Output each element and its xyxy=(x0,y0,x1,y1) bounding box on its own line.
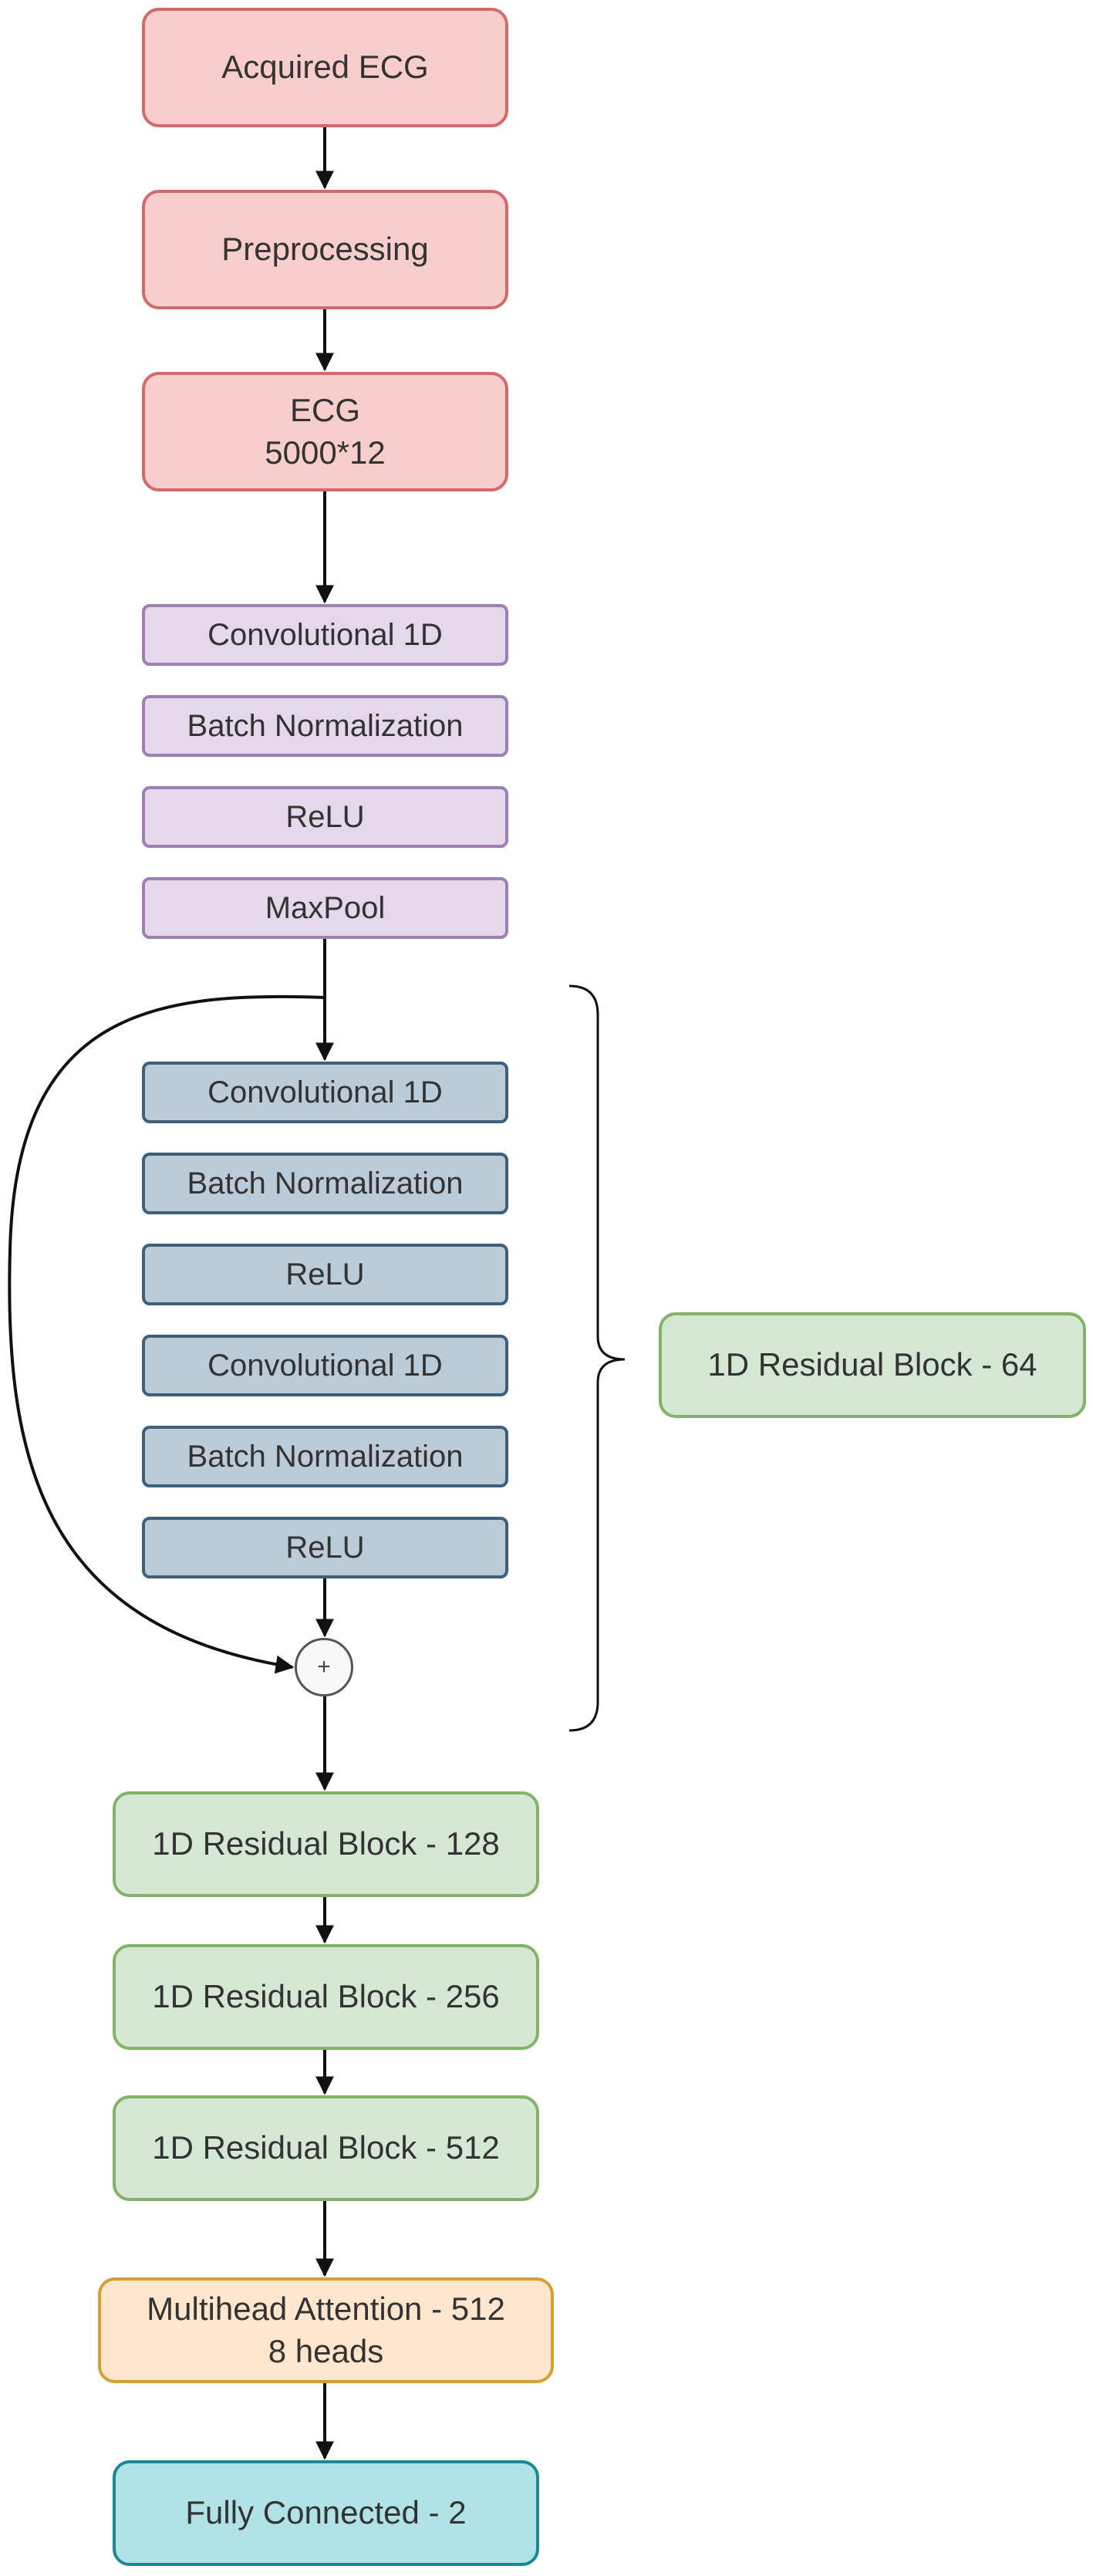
residual-block-512-node: 1D Residual Block - 512 xyxy=(113,2095,539,2201)
residual-block-64-label: 1D Residual Block - 64 xyxy=(659,1312,1086,1418)
block-batchnorm-node-1: Batch Normalization xyxy=(142,1153,508,1214)
residual-block-brace xyxy=(568,984,626,1732)
preprocessing-node: Preprocessing xyxy=(142,190,508,309)
block-conv1d-node-1: Convolutional 1D xyxy=(142,1062,508,1123)
stem-relu-node: ReLU xyxy=(142,786,508,848)
block-conv1d-node-2: Convolutional 1D xyxy=(142,1335,508,1396)
block-relu-node-2: ReLU xyxy=(142,1517,508,1578)
skip-connection-arrow xyxy=(8,994,326,1674)
residual-block-128-node: 1D Residual Block - 128 xyxy=(113,1791,539,1897)
residual-add-node: + xyxy=(295,1638,353,1697)
residual-block-256-node: 1D Residual Block - 256 xyxy=(113,1944,539,2050)
stem-maxpool-node: MaxPool xyxy=(142,877,508,939)
block-batchnorm-node-2: Batch Normalization xyxy=(142,1426,508,1487)
multihead-attention-node: Multihead Attention - 512 8 heads xyxy=(98,2277,554,2383)
acquired-ecg-node: Acquired ECG xyxy=(142,8,508,127)
fully-connected-node: Fully Connected - 2 xyxy=(113,2460,539,2566)
ecg-input-node: ECG 5000*12 xyxy=(142,372,508,491)
stem-conv1d-node: Convolutional 1D xyxy=(142,604,508,666)
block-relu-node-1: ReLU xyxy=(142,1244,508,1305)
stem-batchnorm-node: Batch Normalization xyxy=(142,695,508,757)
